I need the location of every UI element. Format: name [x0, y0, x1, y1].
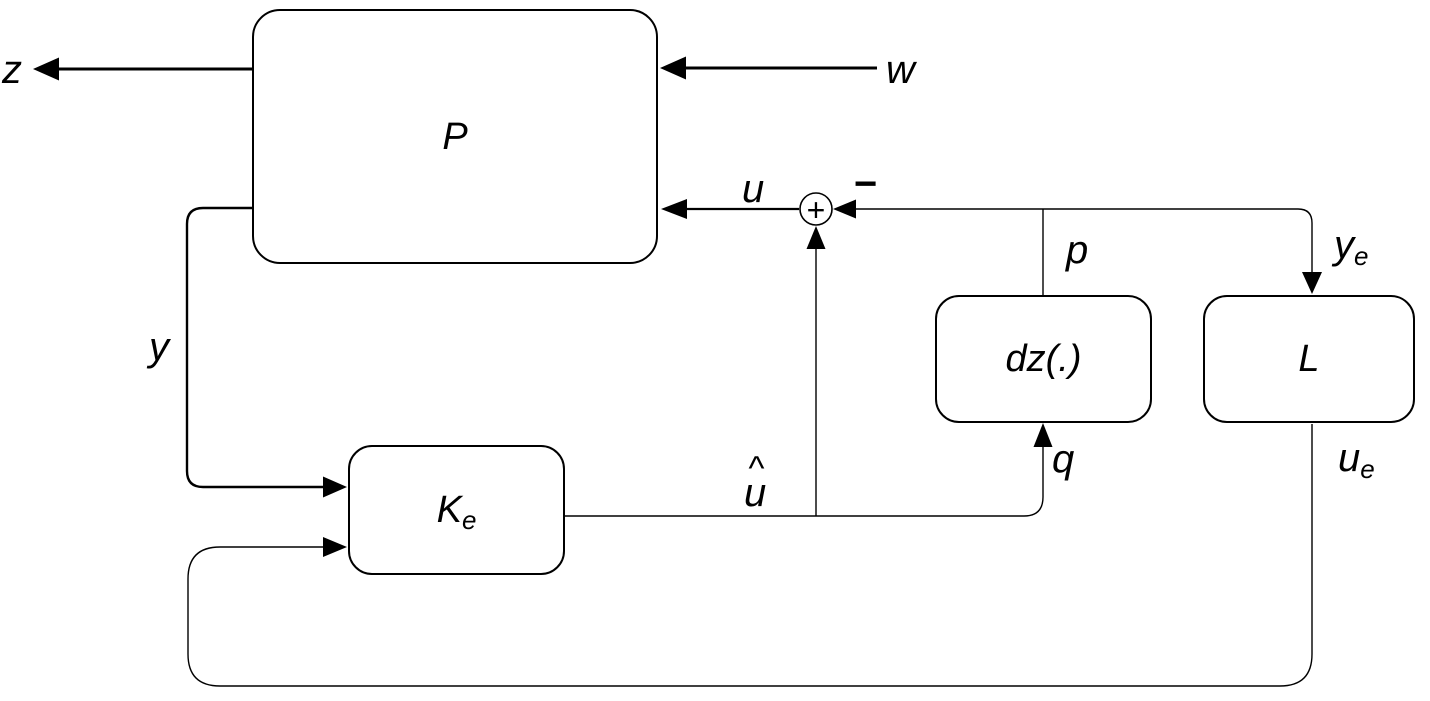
label-y: y	[149, 325, 169, 369]
arrowhead-uhat	[806, 226, 826, 249]
label-uhat-hat: ^	[748, 450, 764, 488]
label-q: q	[1052, 437, 1075, 481]
edge-y-feedback	[185, 206, 324, 489]
block-l: L	[1203, 295, 1415, 423]
edge-ke-output-q	[565, 446, 1044, 517]
block-p: P	[252, 9, 658, 264]
block-p-label: P	[442, 115, 468, 158]
label-w: w	[886, 48, 915, 92]
edge-ue-feedback	[187, 424, 1313, 687]
label-uhat-base: u	[744, 471, 767, 515]
arrowhead-q	[1033, 423, 1053, 447]
label-minus: −	[854, 162, 878, 206]
label-z: z	[2, 48, 22, 92]
sum-operator: +	[806, 192, 826, 228]
label-p: p	[1066, 228, 1089, 272]
sum-junction-circle	[799, 192, 833, 226]
block-l-label: L	[1298, 338, 1320, 380]
block-dz-label: dz(.)	[1005, 338, 1082, 380]
edge-negative-feedback	[855, 208, 1313, 276]
block-ke-label: Ke	[436, 489, 477, 535]
arrowhead-sum-negative	[833, 199, 856, 219]
arrowhead-y	[323, 476, 347, 498]
arrowhead-z	[33, 57, 59, 81]
arrowhead-ue	[323, 537, 347, 557]
block-ke: Ke	[348, 445, 565, 575]
label-u: u	[742, 167, 765, 211]
arrowhead-w	[660, 56, 686, 80]
arrowhead-u	[661, 199, 687, 219]
label-ue: ue	[1338, 436, 1375, 484]
label-ye: ye	[1334, 223, 1369, 271]
arrowhead-ye	[1302, 272, 1322, 294]
block-dz: dz(.)	[935, 295, 1152, 423]
